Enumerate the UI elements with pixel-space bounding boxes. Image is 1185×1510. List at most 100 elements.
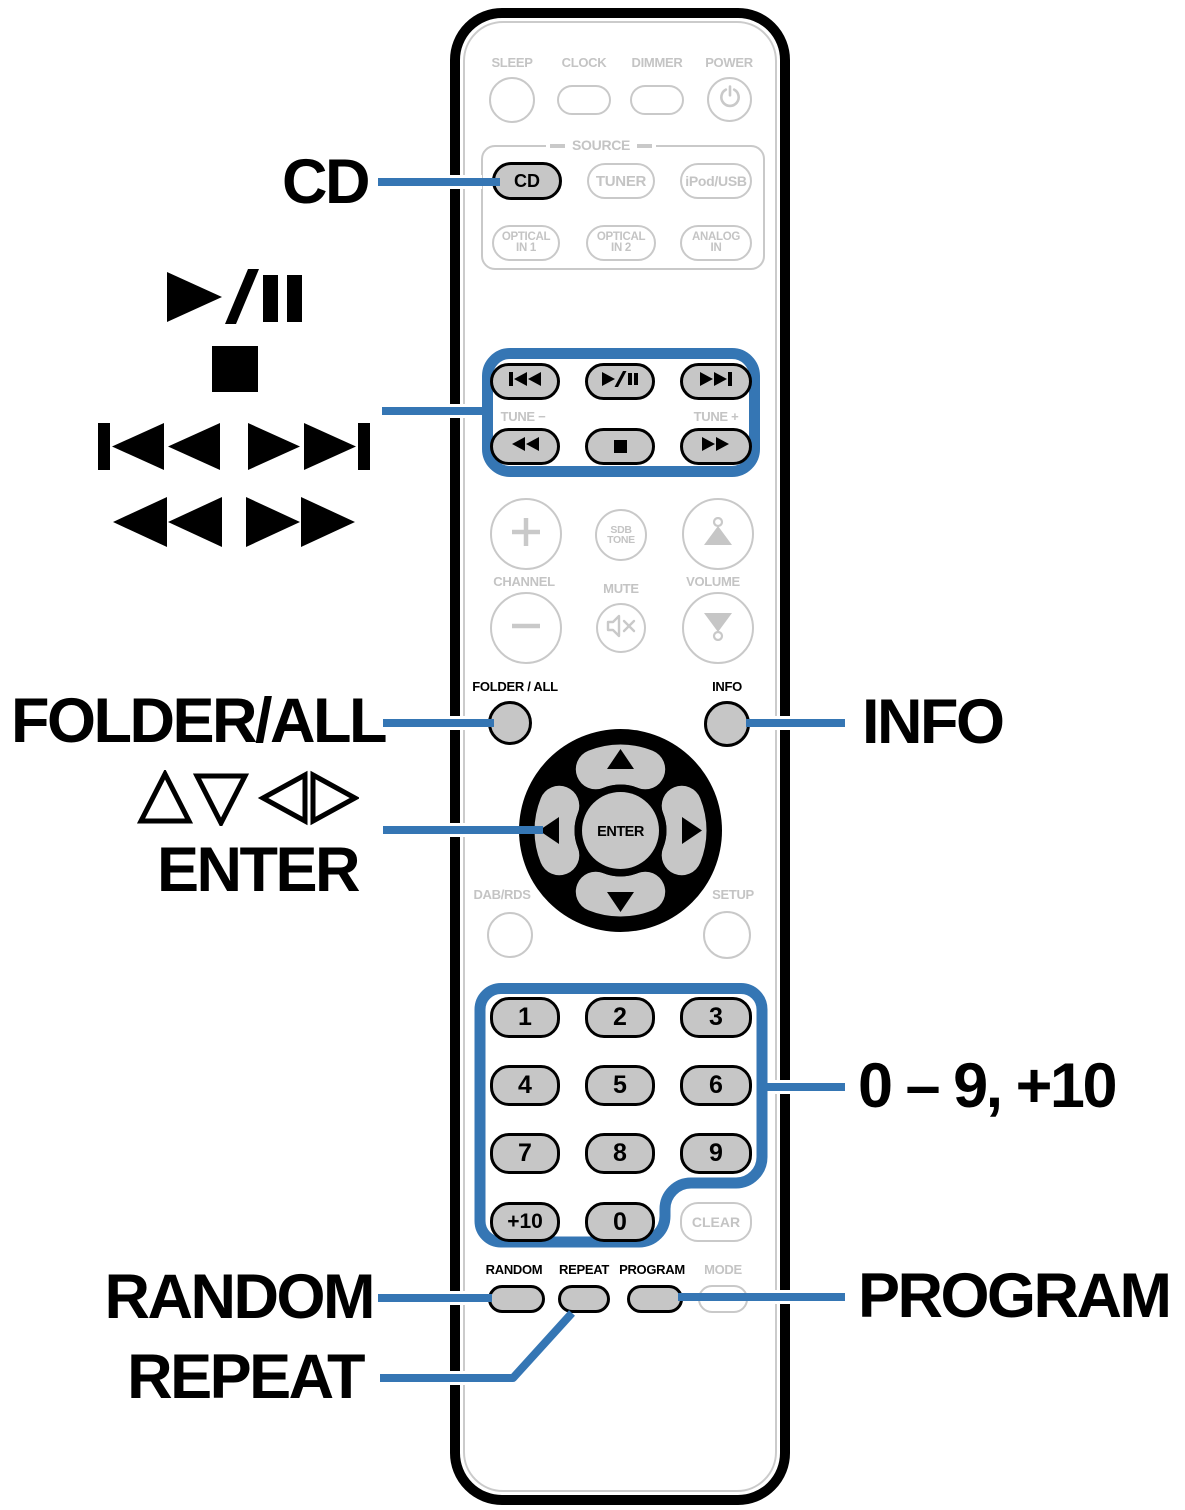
numbers-callout-label: 0 – 9, +10 <box>858 1051 1118 1121</box>
dab-rds-button[interactable] <box>487 912 533 958</box>
dab-rds-label: DAB/RDS <box>473 887 531 902</box>
program-button[interactable] <box>627 1285 683 1313</box>
skip-callout-icons <box>98 423 370 475</box>
repeat-callout-label: REPEAT <box>127 1342 365 1412</box>
numbers-callout-line <box>770 1083 845 1091</box>
mute-icon <box>605 612 637 645</box>
cd-callout-line <box>378 178 500 186</box>
fast-forward-button[interactable] <box>680 428 752 465</box>
power-icon <box>717 84 743 115</box>
tune-minus-label: TUNE − <box>500 409 546 424</box>
fast-forward-icon <box>701 436 731 457</box>
program-label: PROGRAM <box>619 1262 685 1277</box>
stop-button[interactable] <box>585 428 655 465</box>
enter-text: ENTER <box>597 824 645 840</box>
play-pause-button[interactable] <box>585 363 655 400</box>
key-4[interactable]: 4 <box>490 1065 560 1106</box>
enter-button <box>582 792 659 869</box>
setup-label: SETUP <box>712 887 754 902</box>
random-callout-line <box>378 1294 492 1302</box>
key-7[interactable]: 7 <box>490 1133 560 1174</box>
key-9[interactable]: 9 <box>680 1133 752 1174</box>
clear-button[interactable]: CLEAR <box>680 1202 752 1242</box>
skip-forward-icon <box>699 371 733 392</box>
key-0[interactable]: 0 <box>585 1202 655 1242</box>
info-label: INFO <box>712 679 742 694</box>
info-button[interactable] <box>704 701 750 747</box>
cursor-callout-line <box>383 826 543 834</box>
key-1[interactable]: 1 <box>490 997 560 1038</box>
power-label: POWER <box>705 55 753 70</box>
stop-icon <box>613 440 627 453</box>
play-pause-icon <box>601 371 639 392</box>
clock-button[interactable] <box>557 85 611 115</box>
folder-all-button[interactable] <box>488 701 532 745</box>
stop-callout-icon <box>212 346 258 392</box>
repeat-callout-line <box>375 1303 585 1388</box>
tuner-button[interactable]: TUNER <box>587 163 655 199</box>
left-triangle-icon <box>539 817 559 844</box>
scan-callout-icons <box>110 497 358 552</box>
volume-down-button[interactable] <box>682 592 754 664</box>
channel-up-button[interactable] <box>490 498 562 570</box>
power-button[interactable] <box>707 77 752 122</box>
info-callout-line <box>766 719 845 727</box>
up-triangle-icon <box>607 749 634 769</box>
random-callout-label: RANDOM <box>104 1262 376 1332</box>
dimmer-button[interactable] <box>630 85 684 115</box>
rewind-button[interactable] <box>490 428 560 465</box>
info-callout-label: INFO <box>862 687 1005 757</box>
skip-forward-button[interactable] <box>680 363 752 400</box>
rewind-icon <box>510 436 540 457</box>
setup-button[interactable] <box>703 911 751 959</box>
source-dash-left <box>550 143 565 148</box>
sleep-label: SLEEP <box>491 55 533 70</box>
volume-up-icon <box>701 516 735 552</box>
down-triangle-icon <box>607 892 634 912</box>
sleep-button[interactable] <box>489 77 535 123</box>
enter-callout-label: ENTER <box>156 835 361 905</box>
program-callout-line <box>768 1293 845 1301</box>
key-plus10[interactable]: +10 <box>490 1202 560 1242</box>
minus-icon <box>510 610 542 647</box>
mute-label: MUTE <box>603 581 639 596</box>
cd-callout-label: CD <box>282 147 371 217</box>
folder-callout-line <box>383 719 494 727</box>
skip-back-icon <box>508 371 542 392</box>
key-3[interactable]: 3 <box>680 997 752 1038</box>
key-6[interactable]: 6 <box>680 1065 752 1106</box>
info-callout-line-inner <box>746 719 772 727</box>
folder-all-callout-label: FOLDER/ALL <box>11 686 387 756</box>
volume-down-icon <box>701 611 735 646</box>
right-triangle-icon <box>682 817 702 844</box>
play-pause-callout-icon <box>166 269 306 329</box>
key-5[interactable]: 5 <box>585 1065 655 1106</box>
cursor-pad[interactable]: ENTER <box>518 728 723 933</box>
ipod-usb-button[interactable]: iPod/USB <box>680 163 752 199</box>
remote-control: SLEEP CLOCK DIMMER POWER SOURCE CD TUNER… <box>450 8 790 1505</box>
mode-label: MODE <box>704 1262 742 1277</box>
repeat-button[interactable] <box>558 1285 610 1313</box>
plus-icon <box>510 516 542 553</box>
folder-all-label: FOLDER / ALL <box>472 679 558 694</box>
numbers-callout-line-inner <box>757 1083 774 1091</box>
mute-button[interactable] <box>596 603 646 653</box>
cd-button[interactable]: CD <box>492 162 562 200</box>
repeat-label: REPEAT <box>559 1262 609 1277</box>
channel-down-button[interactable] <box>490 592 562 664</box>
skip-back-button[interactable] <box>490 363 560 400</box>
cursor-callout-icons <box>136 768 361 831</box>
program-callout-line-inner <box>678 1293 772 1301</box>
source-dash-right <box>637 143 653 148</box>
tune-plus-label: TUNE + <box>693 409 739 424</box>
channel-label: CHANNEL <box>493 574 555 589</box>
key-8[interactable]: 8 <box>585 1133 655 1174</box>
key-2[interactable]: 2 <box>585 997 655 1038</box>
volume-up-button[interactable] <box>682 498 754 570</box>
remote-inner-line <box>463 21 777 1492</box>
random-label: RANDOM <box>485 1262 543 1277</box>
